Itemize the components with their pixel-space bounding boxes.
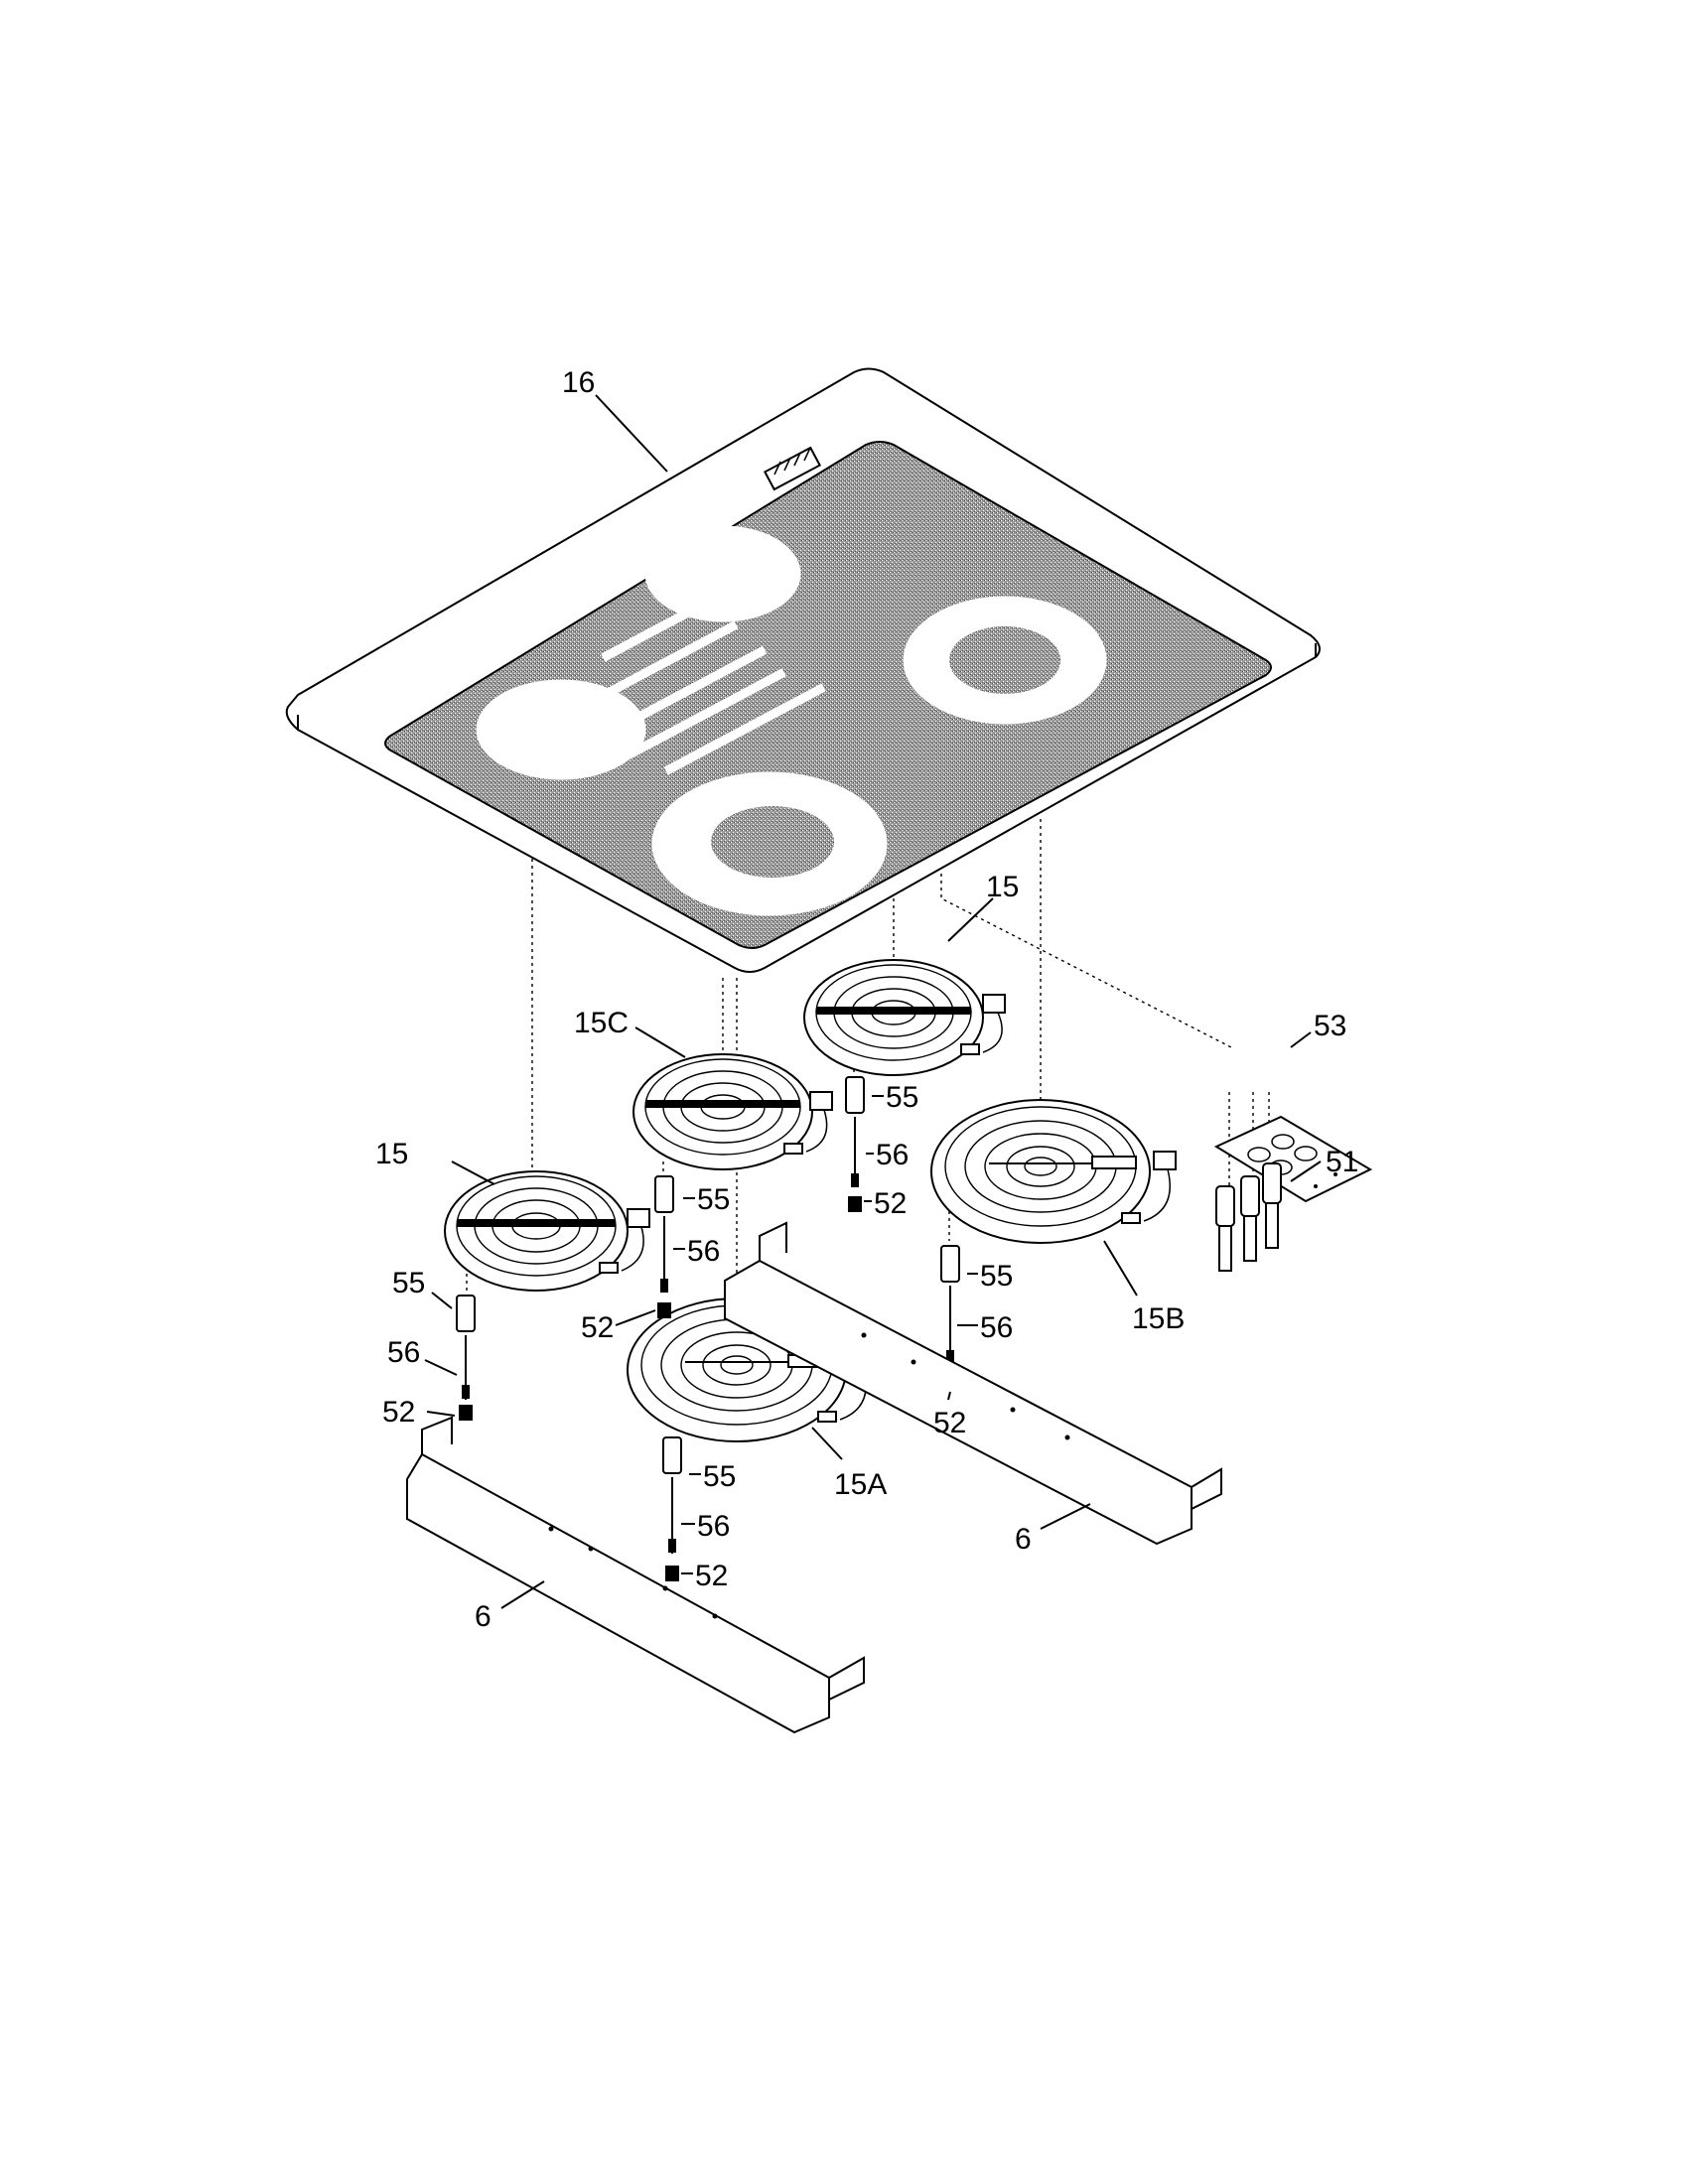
callout-55-15b: 55 [980,1260,1013,1293]
callout-51: 51 [1326,1146,1358,1178]
callout-52-rear: 52 [874,1187,907,1220]
callout-55-rear: 55 [886,1081,918,1114]
hardware-stack-15c [654,1175,674,1318]
callout-55-15c: 55 [697,1183,730,1216]
callout-56-15b: 56 [980,1311,1013,1344]
callout-52-15b: 52 [933,1407,966,1439]
hardware-stack-15a [662,1436,682,1581]
callout-52-15c: 52 [581,1311,614,1344]
bracket-6-right [724,1221,1222,1546]
callout-56-15a: 56 [697,1510,730,1543]
callout-52-15a: 52 [695,1560,728,1592]
callout-53: 53 [1314,1010,1346,1042]
callout-labels: 16 15 15C 15 53 51 55 56 52 55 56 52 55 … [375,366,1358,1633]
element-15b [930,1099,1177,1244]
hardware-stack-left [456,1295,476,1421]
leader-lines [424,394,1322,1609]
element-15c [632,1053,833,1170]
callout-55-15a: 55 [703,1460,736,1493]
callout-56-rear: 56 [876,1139,909,1171]
hardware-stack-15-rear [845,1076,865,1212]
element-15-rear [803,959,1006,1076]
callout-15-left: 15 [375,1138,408,1170]
callout-15c: 15C [574,1007,629,1039]
callout-15a: 15A [834,1468,887,1501]
callout-52-left: 52 [382,1396,415,1429]
callout-15b: 15B [1132,1302,1185,1335]
callout-56-left: 56 [387,1336,420,1369]
callout-56-15c: 56 [687,1235,720,1268]
element-15-left [444,1170,650,1292]
callout-6-left: 6 [475,1600,491,1633]
cooktop-top [285,367,1321,973]
callout-15-rear: 15 [986,871,1019,903]
callout-6-right: 6 [1015,1523,1032,1556]
callout-16: 16 [562,366,595,399]
bracket-6-left [406,1416,865,1734]
indicator-lights-51 [1215,1162,1282,1272]
callout-55-left: 55 [392,1267,425,1299]
